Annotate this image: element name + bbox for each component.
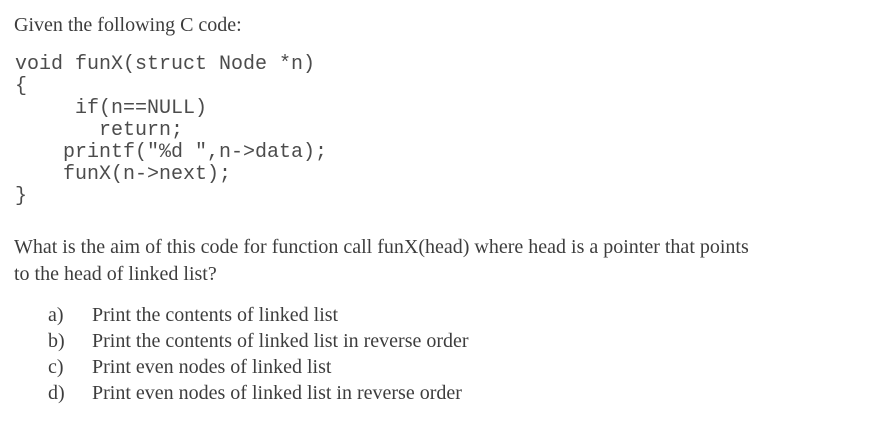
option-label: Print even nodes of linked list xyxy=(92,356,332,378)
code-line: { xyxy=(15,75,28,98)
option-marker: a) xyxy=(48,304,64,326)
option-b: b) Print the contents of linked list in … xyxy=(48,328,874,354)
option-label: Print even nodes of linked list in rever… xyxy=(92,382,462,404)
option-label: Print the contents of linked list in rev… xyxy=(92,330,469,352)
question-prompt: What is the aim of this code for functio… xyxy=(14,234,874,288)
options-list: a) Print the contents of linked list b) … xyxy=(0,302,874,406)
question-prompt-line: What is the aim of this code for functio… xyxy=(14,236,749,258)
code-line: } xyxy=(15,185,28,208)
option-marker: b) xyxy=(48,330,65,352)
option-label: Print the contents of linked list xyxy=(92,304,339,326)
option-d: d) Print even nodes of linked list in re… xyxy=(48,380,874,406)
option-marker: d) xyxy=(48,382,65,404)
option-marker: c) xyxy=(48,356,64,378)
code-block: void funX(struct Node *n) { if(n==NULL) … xyxy=(15,54,874,208)
quiz-question-page: Given the following C code: void funX(st… xyxy=(0,12,874,443)
code-line: void funX(struct Node *n) xyxy=(15,53,316,76)
option-c: c) Print even nodes of linked list xyxy=(48,354,874,380)
code-line: return; xyxy=(15,119,184,142)
code-line: funX(n->next); xyxy=(15,163,232,186)
code-line: printf("%d ",n->data); xyxy=(15,141,328,164)
question-prompt-line: to the head of linked list? xyxy=(14,263,217,285)
question-intro: Given the following C code: xyxy=(14,14,242,36)
option-a: a) Print the contents of linked list xyxy=(48,302,874,328)
code-line: if(n==NULL) xyxy=(15,97,208,120)
